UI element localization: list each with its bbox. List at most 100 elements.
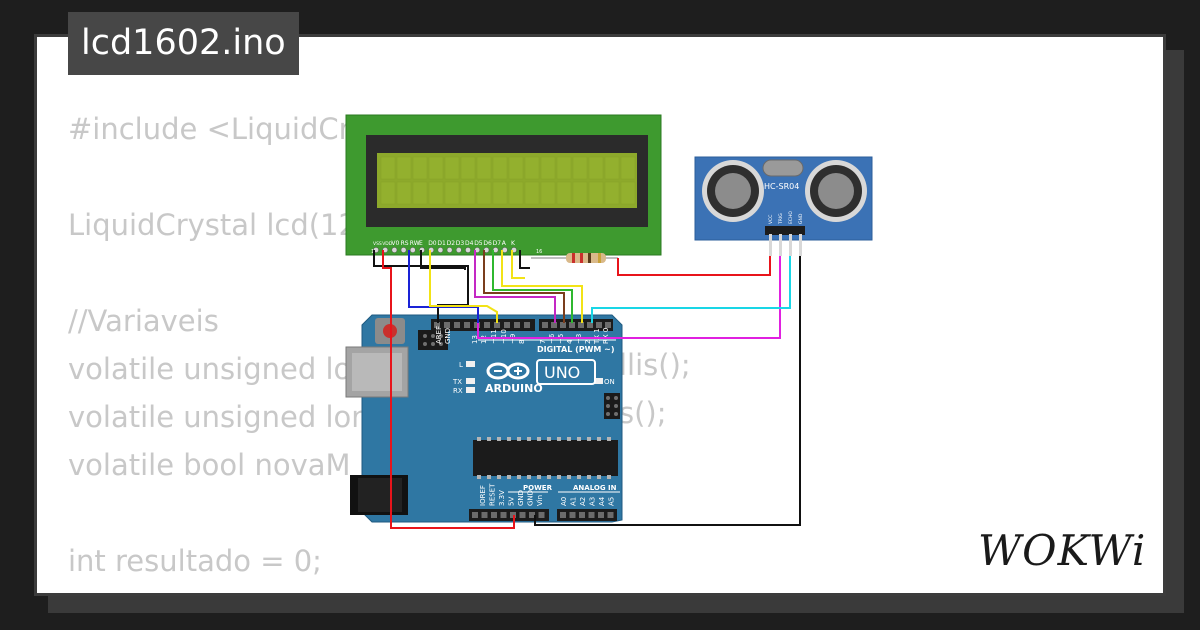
lcd-char-cell [572,156,588,180]
wire-gnd-sensor [534,256,801,526]
arduino-power-pin-label: RESET [489,483,497,506]
arduino-analog-pin-label: A2 [579,497,587,506]
chip-pin [577,475,581,479]
lcd-char-cell [620,156,636,180]
arduino-pin-label: 4 [566,339,574,344]
lcd-pin-last-number: 16 [536,249,542,255]
wokwi-logo: WOKWi [978,526,1145,575]
lcd-char-cell [380,156,396,180]
arduino-pin-label: 2 [584,340,592,344]
chip-pin [497,475,501,479]
code-line: int distancia = 0; [68,585,472,593]
wire-d4 [474,250,556,323]
resistor [531,253,618,263]
arduino-power-pin-label: IOREF [479,485,487,506]
chip-pin [487,475,491,479]
lcd-char-cell [604,156,620,180]
led-label-l: L [459,361,463,369]
wire-d6 [492,250,573,323]
lcd-char-cell [460,156,476,180]
chip-pin [567,437,571,441]
lcd-char-cell [588,181,604,205]
header-pin [560,322,566,328]
lcd-pin [409,247,416,253]
lcd-pin-label: A [502,240,507,247]
lcd-pin [400,247,407,253]
chip-pin [527,437,531,441]
lcd-pin [437,247,444,253]
header-pin [542,322,548,328]
sensor-pin-label: GND [798,213,804,224]
project-title: lcd1602.ino [68,12,299,75]
lcd-pin-label: K [511,240,516,247]
lcd-pin-label: RW [410,240,420,247]
lcd-pin-label: D7 [493,240,502,247]
chip-pin [567,475,571,479]
lcd-char-cell [412,181,428,205]
analog-header-label: ANALOG IN [573,484,617,492]
header-pin [587,322,593,328]
lcd-char-cell [604,181,620,205]
sensor-pin-label: ECHO [788,211,794,224]
digital-header-label: DIGITAL (PWM ~) [537,345,615,354]
wire-d7 [501,250,583,323]
arduino-pin-label: ~11 [490,329,498,344]
lcd-char-cell [396,181,412,205]
arduino-pin-label: RX 0 [602,328,610,344]
chip-pin [577,437,581,441]
sensor-model-label: HC-SR04 [764,182,799,191]
wire-enable [429,250,498,323]
lcd-char-cell [412,156,428,180]
chip-pin [587,475,591,479]
wire-rw-gnd [420,250,466,270]
header-pin [605,322,611,328]
code-line: //Variaveis [68,304,219,338]
header-pin [464,322,470,328]
lcd-pin-label: D2 [447,240,456,247]
lcd-char-cell [556,181,572,205]
lcd-pin-label: D0 [428,240,437,247]
header-pin [491,512,497,518]
lcd-char-cell [492,181,508,205]
chip-pin [537,475,541,479]
wire-5v-lcd-vdd [382,250,515,529]
header-pin [514,322,520,328]
arduino-model-text: UNO [544,363,580,382]
header-pin [434,322,440,328]
lcd-pin [455,247,462,253]
arduino-power-pin-label: GND [517,490,525,506]
lcd-pin-label: VSS [373,241,382,247]
arduino-analog-pin-label: A3 [589,497,597,506]
header-pin [569,512,576,518]
lcd-pin-label: D6 [483,240,492,247]
header-pin [504,322,510,328]
lcd-pin [391,247,398,253]
chip-pin [607,437,611,441]
lcd-char-cell [380,181,396,205]
wires [373,250,801,529]
arduino-power-pin-label: Vin [536,495,544,506]
lcd-char-cell [460,181,476,205]
lcd-char-cell [428,156,444,180]
lcd-pin-first-number: 1 [371,249,374,255]
arduino-analog-pin-label: A4 [598,496,606,506]
chip-pin [597,437,601,441]
chip-pin [557,475,561,479]
lcd-pin-label: V0 [391,240,399,247]
lcd-char-cell [492,156,508,180]
chip-pin [497,437,501,441]
lcd-char-cell [620,181,636,205]
wire-backlight-a [511,250,525,279]
chip-pin [517,475,521,479]
chip-pin [507,475,511,479]
lcd-char-cell [476,156,492,180]
chip-pin [547,475,551,479]
header-pin [481,512,488,518]
lcd-char-cell [444,181,460,205]
code-line-fragment: llis(); [619,348,691,382]
sensor-pin-label: TRIG [778,213,784,225]
chip-pin [477,437,481,441]
chip-pin [527,475,531,479]
